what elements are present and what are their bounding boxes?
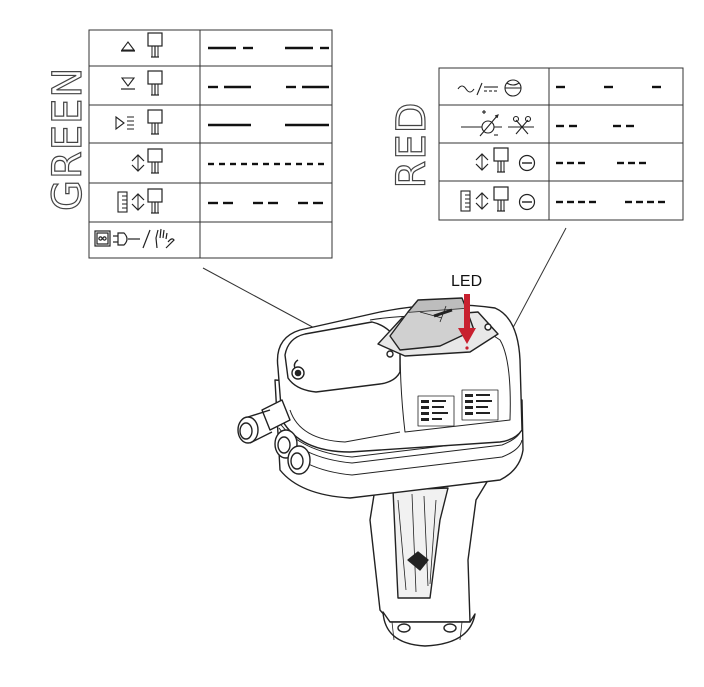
ac-dc-power-icon xyxy=(457,79,522,97)
power-plug-manual-icon xyxy=(94,228,175,249)
led-arrow xyxy=(458,294,476,350)
led-label: LED xyxy=(451,273,483,290)
open-limit-actuator-icon xyxy=(120,32,163,58)
calibration-fault-icon xyxy=(461,110,534,137)
actuator-device xyxy=(237,297,524,647)
close-limit-actuator-icon xyxy=(120,70,163,96)
red-table xyxy=(438,67,684,221)
intermediate-position-actuator-icon xyxy=(115,109,163,135)
green-table xyxy=(88,29,333,259)
